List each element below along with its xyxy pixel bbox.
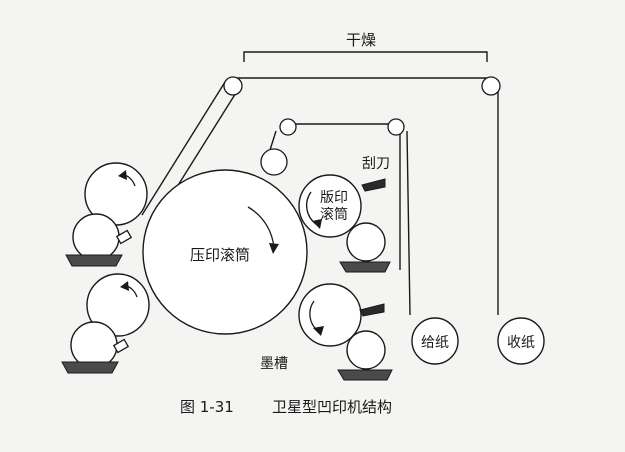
guide-roller-top-left xyxy=(223,76,243,96)
guide-roller-inner-right xyxy=(387,118,405,136)
feed-paper-label: 给纸 xyxy=(421,335,449,351)
plate-cylinder xyxy=(298,174,362,238)
receive-paper-reel xyxy=(497,317,545,365)
impression-cylinder xyxy=(142,169,308,335)
doctor-blade-lower xyxy=(359,303,385,317)
feed-paper-reel xyxy=(411,317,459,365)
plate-cylinder-label-line1: 版印 xyxy=(320,190,348,206)
ink-trough-label: 墨槽 xyxy=(260,356,288,372)
figure-number: 图 1-31 xyxy=(180,398,234,416)
paper-web-paths xyxy=(141,77,499,316)
impression-cylinder-label: 压印滚筒 xyxy=(190,246,250,264)
left-lower-print-unit xyxy=(61,273,150,374)
figure-title: 卫星型凹印机结构 xyxy=(272,398,392,416)
guide-roller-upper xyxy=(260,148,288,176)
impression-rotation-arrow xyxy=(247,206,279,254)
guide-roller-top-right xyxy=(481,76,501,96)
receive-paper-label: 收纸 xyxy=(507,335,535,351)
right-upper-print-unit xyxy=(298,174,391,273)
drying-bracket xyxy=(243,51,488,62)
drying-label: 干燥 xyxy=(346,31,376,49)
plate-cylinder-label-line2: 滚筒 xyxy=(320,206,348,223)
guide-roller-inner-left xyxy=(279,118,297,136)
doctor-blade-upper xyxy=(361,178,386,192)
left-upper-print-unit xyxy=(65,162,148,267)
doctor-blade-label: 刮刀 xyxy=(362,156,390,172)
right-lower-print-unit xyxy=(298,283,393,381)
